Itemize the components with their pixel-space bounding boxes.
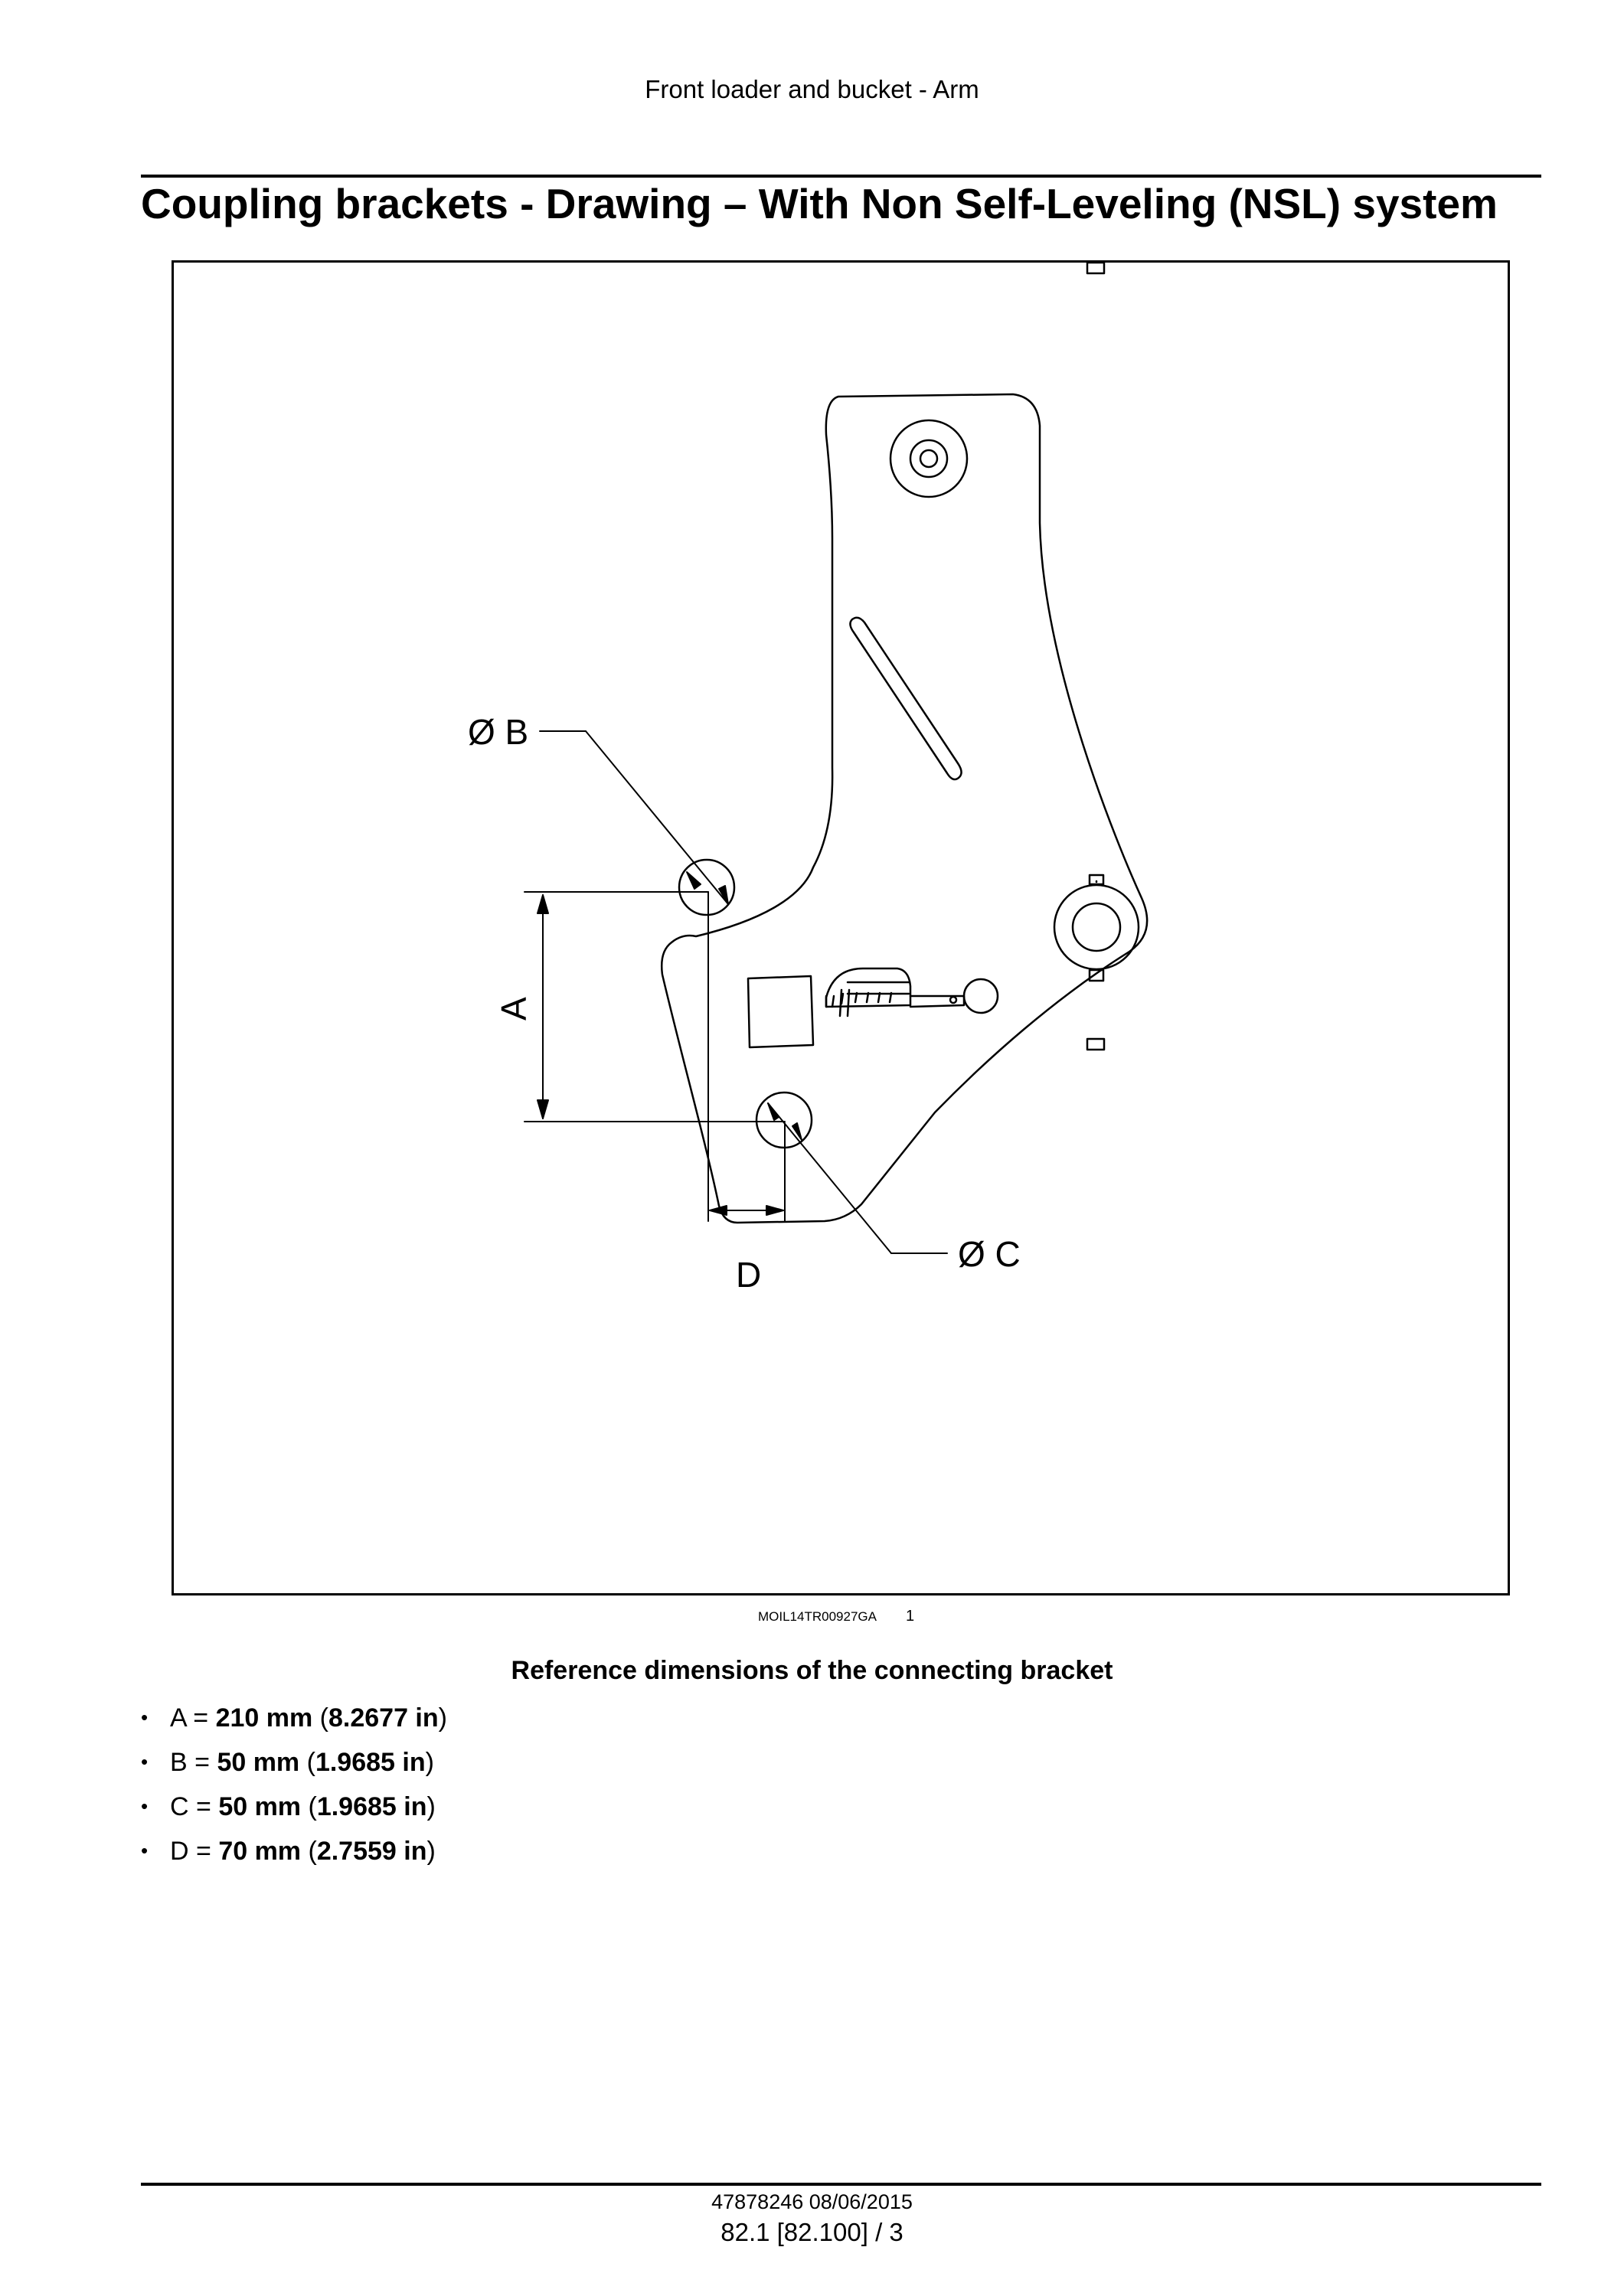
bullet-icon: • <box>141 1706 149 1729</box>
spec-metric: 50 mm <box>217 1748 300 1777</box>
spec-list: •A = 210 mm (8.2677 in) •B = 50 mm (1.96… <box>138 1700 447 1877</box>
leader-c <box>767 1102 948 1254</box>
spec-imperial: 2.7559 in <box>316 1837 427 1866</box>
spec-item: •B = 50 mm (1.9685 in) <box>138 1744 447 1788</box>
dimension-a <box>524 891 786 1122</box>
right-pin-icon <box>1053 263 1140 1051</box>
spec-key: A <box>170 1703 186 1733</box>
label-dim-d: D <box>736 1255 761 1295</box>
bracket-outline <box>661 393 1149 1224</box>
specs-heading: Reference dimensions of the connecting b… <box>511 1656 1113 1685</box>
label-dia-c: Ø C <box>958 1234 1021 1274</box>
dimension-d <box>707 891 786 1222</box>
footer-doc-id: 47878246 08/06/2015 <box>711 2190 913 2213</box>
figure-caption: MOIL14TR00927GA 1 <box>758 1608 914 1625</box>
label-dia-b: Ø B <box>468 712 528 752</box>
square-block <box>747 975 815 1049</box>
figure-frame: Ø B Ø C A D <box>172 260 1510 1595</box>
top-pivot-icon <box>889 419 969 498</box>
spec-metric: 70 mm <box>218 1837 302 1866</box>
footer-page-ref: 82.1 [82.100] / 3 <box>721 2218 903 2246</box>
bullet-icon: • <box>141 1839 149 1862</box>
spec-key: D <box>170 1837 189 1866</box>
spec-eq: = <box>188 1792 219 1821</box>
slot-cutout <box>849 616 962 781</box>
spec-metric: 50 mm <box>218 1792 302 1821</box>
page-title: Coupling brackets - Drawing – With Non S… <box>141 180 1498 227</box>
spec-imperial: 1.9685 in <box>316 1792 427 1821</box>
bullet-icon: • <box>141 1750 149 1773</box>
figure-number: 1 <box>905 1608 915 1625</box>
spec-key: C <box>170 1792 189 1821</box>
spec-eq: = <box>185 1703 216 1733</box>
latch-lever-icon <box>825 967 999 1017</box>
spec-item: •A = 210 mm (8.2677 in) <box>138 1700 447 1744</box>
bullet-icon: • <box>141 1795 149 1818</box>
spec-eq: = <box>187 1748 217 1777</box>
spec-imperial: 1.9685 in <box>315 1748 426 1777</box>
label-dim-a: A <box>494 997 534 1021</box>
hole-b <box>678 858 736 916</box>
spec-item: •D = 70 mm (2.7559 in) <box>138 1833 447 1877</box>
spec-item: •C = 50 mm (1.9685 in) <box>138 1788 447 1833</box>
spec-key: B <box>170 1748 188 1777</box>
spec-eq: = <box>188 1837 219 1866</box>
running-header: Front loader and bucket - Arm <box>645 75 979 103</box>
leader-b <box>539 730 729 905</box>
spec-imperial: 8.2677 in <box>328 1703 439 1733</box>
bracket-drawing: Ø B Ø C A D <box>468 263 1149 1295</box>
footer-rule <box>141 2183 1541 2186</box>
spec-metric: 210 mm <box>215 1703 313 1733</box>
figure-reference-code: MOIL14TR00927GA <box>758 1609 877 1624</box>
title-rule <box>141 175 1541 178</box>
